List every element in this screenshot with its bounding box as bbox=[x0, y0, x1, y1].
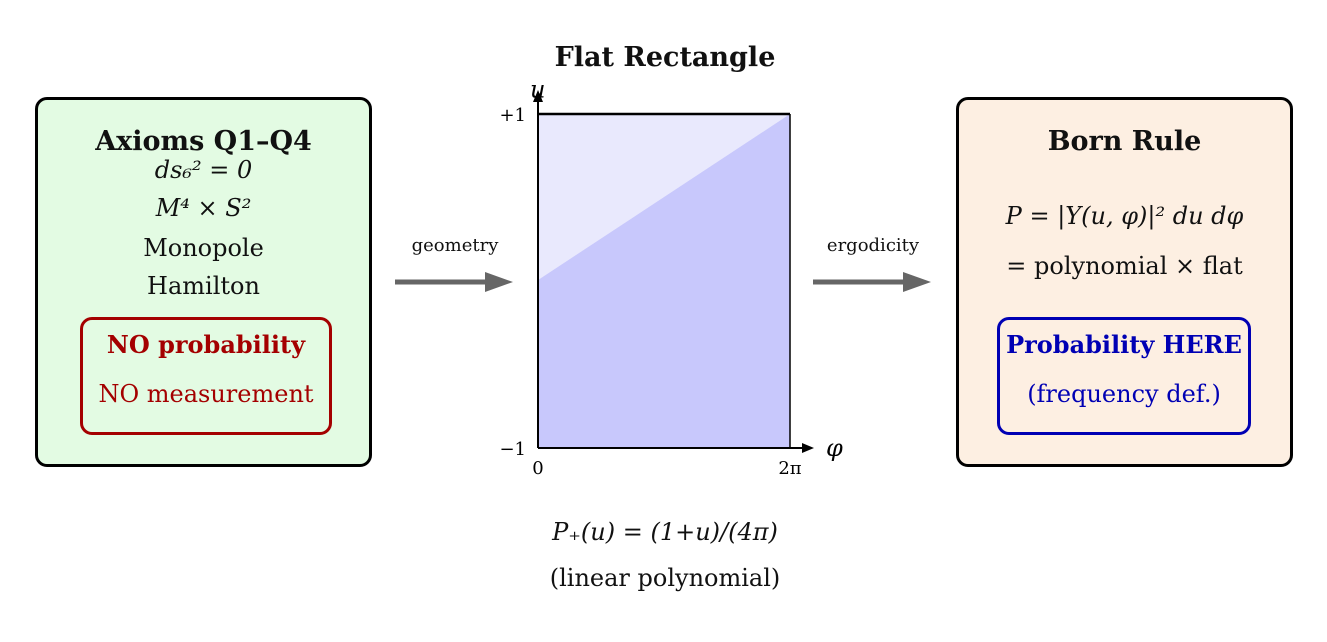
frequency-def-label: (frequency def.) bbox=[1027, 380, 1221, 408]
y-tick-top: +1 bbox=[499, 105, 526, 126]
no-probability-box: NO probability NO measurement bbox=[80, 317, 332, 435]
polynomial-flat-label: = polynomial × flat bbox=[1006, 252, 1243, 280]
probability-here-label: Probability HERE bbox=[1006, 330, 1242, 359]
axioms-box: Axioms Q1–Q4 ds₆² = 0 M⁴ × S² Monopole H… bbox=[35, 97, 372, 467]
formula-note: (linear polynomial) bbox=[549, 564, 781, 592]
born-rule-box: Born Rule P = |Y(u, φ)|² du dφ = polynom… bbox=[956, 97, 1293, 467]
manifold-product: M⁴ × S² bbox=[155, 194, 252, 222]
y-axis-arrowhead bbox=[533, 90, 543, 102]
monopole-label: Monopole bbox=[143, 234, 264, 262]
flat-rectangle-title: Flat Rectangle bbox=[554, 42, 776, 73]
x-axis-label: φ bbox=[826, 434, 843, 462]
no-probability-label: NO probability bbox=[106, 330, 306, 359]
y-tick-bottom: −1 bbox=[499, 439, 526, 460]
no-measurement-label: NO measurement bbox=[98, 380, 314, 408]
density-formula: P₊(u) = (1+u)/(4π) bbox=[552, 518, 778, 546]
ergodicity-arrow bbox=[813, 272, 931, 292]
density-region bbox=[538, 114, 790, 448]
metric-equation: ds₆² = 0 bbox=[154, 156, 253, 184]
x-tick-left: 0 bbox=[532, 458, 543, 479]
geometry-label: geometry bbox=[411, 235, 499, 256]
y-axis-label: u bbox=[530, 80, 545, 104]
probability-here-box: Probability HERE (frequency def.) bbox=[997, 317, 1251, 435]
ergodicity-label: ergodicity bbox=[826, 235, 920, 256]
born-rule-title: Born Rule bbox=[1047, 126, 1202, 157]
axioms-title: Axioms Q1–Q4 bbox=[95, 126, 312, 157]
x-axis-arrowhead bbox=[802, 443, 814, 453]
flat-rectangle-plot: u φ +1 −1 0 2π bbox=[499, 80, 843, 479]
geometry-arrow bbox=[395, 272, 513, 292]
hamilton-label: Hamilton bbox=[147, 272, 260, 300]
x-tick-right: 2π bbox=[778, 458, 801, 479]
born-rule-equation: P = |Y(u, φ)|² du dφ bbox=[1005, 202, 1244, 230]
